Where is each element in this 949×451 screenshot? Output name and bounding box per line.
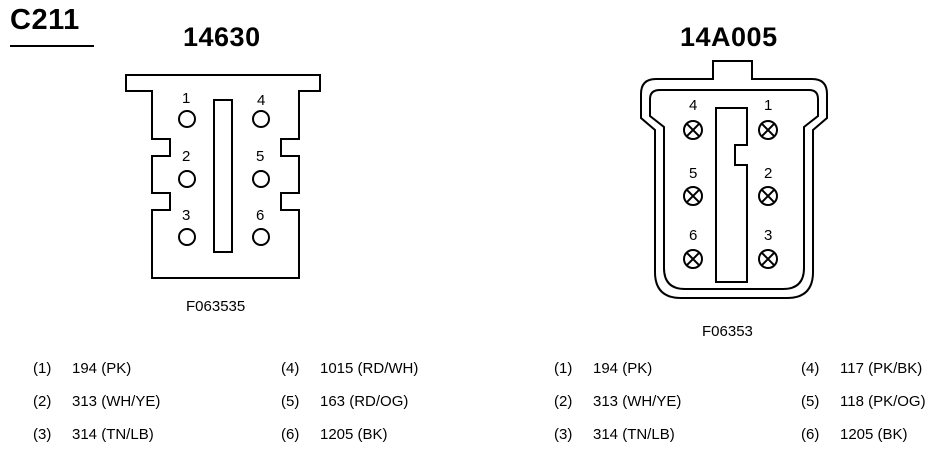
left-part-number: 14630 bbox=[183, 22, 261, 52]
right-pin-label-6: 6 bbox=[689, 227, 698, 244]
right-pin-5-contact bbox=[683, 186, 703, 206]
right-wire-pin-2: (2) bbox=[554, 393, 573, 410]
right-pin-label-2: 2 bbox=[764, 165, 773, 182]
left-wire-pin-3: (3) bbox=[33, 426, 52, 443]
left-pin-label-5: 5 bbox=[256, 148, 265, 165]
connector-title: C211 bbox=[10, 4, 80, 36]
right-connector-outer-shell bbox=[640, 60, 828, 299]
left-figure-code: F063535 bbox=[186, 298, 246, 315]
left-pin-label-4: 4 bbox=[257, 92, 266, 109]
right-wire-pin-4: (4) bbox=[801, 360, 820, 377]
left-wire-pin-1: (1) bbox=[33, 360, 52, 377]
right-wire-circuit-5: 118 (PK/OG) bbox=[840, 393, 926, 410]
right-wire-circuit-3: 314 (TN/LB) bbox=[593, 426, 675, 443]
left-pin-label-3: 3 bbox=[182, 207, 191, 224]
left-pin-6-contact bbox=[252, 228, 270, 246]
right-pin-label-4: 4 bbox=[689, 97, 698, 114]
right-pins bbox=[683, 120, 778, 269]
right-wire-pin-6: (6) bbox=[801, 426, 820, 443]
left-pin-1-contact bbox=[178, 110, 196, 128]
right-pin-label-5: 5 bbox=[689, 165, 698, 182]
right-figure-code: F06353 bbox=[702, 323, 753, 340]
left-wire-pin-5: (5) bbox=[281, 393, 300, 410]
right-pin-1-contact bbox=[758, 120, 778, 140]
right-wire-pin-5: (5) bbox=[801, 393, 820, 410]
right-wire-circuit-1: 194 (PK) bbox=[593, 360, 653, 377]
right-pin-label-1: 1 bbox=[764, 97, 773, 114]
right-connector-body bbox=[640, 60, 828, 299]
left-wire-pin-2: (2) bbox=[33, 393, 52, 410]
left-wire-circuit-2: 313 (WH/YE) bbox=[72, 393, 161, 410]
right-wire-circuit-4: 117 (PK/BK) bbox=[840, 360, 923, 377]
right-wire-pin-1: (1) bbox=[554, 360, 573, 377]
left-wire-circuit-1: 194 (PK) bbox=[72, 360, 132, 377]
left-connector-body bbox=[125, 74, 321, 279]
left-center-key bbox=[213, 99, 233, 253]
right-pin-2-contact bbox=[758, 186, 778, 206]
right-pin-6-contact bbox=[683, 249, 703, 269]
right-part-number: 14A005 bbox=[680, 22, 778, 52]
right-center-key bbox=[715, 107, 748, 283]
left-wire-pin-4: (4) bbox=[281, 360, 300, 377]
left-pin-label-1: 1 bbox=[182, 90, 191, 107]
right-wire-circuit-6: 1205 (BK) bbox=[840, 426, 908, 443]
right-wire-pin-3: (3) bbox=[554, 426, 573, 443]
right-wire-circuit-2: 313 (WH/YE) bbox=[593, 393, 682, 410]
left-pin-label-2: 2 bbox=[182, 148, 191, 165]
title-underline bbox=[10, 45, 94, 47]
right-pin-3-contact bbox=[758, 249, 778, 269]
right-connector-inner-wall bbox=[649, 89, 819, 290]
left-wire-pin-6: (6) bbox=[281, 426, 300, 443]
left-connector-outline bbox=[125, 74, 321, 279]
left-pins bbox=[178, 110, 270, 246]
left-pin-3-contact bbox=[178, 228, 196, 246]
left-pin-4-contact bbox=[252, 110, 270, 128]
left-wire-circuit-6: 1205 (BK) bbox=[320, 426, 388, 443]
left-pin-2-contact bbox=[178, 170, 196, 188]
left-wire-circuit-3: 314 (TN/LB) bbox=[72, 426, 154, 443]
right-pin-4-contact bbox=[683, 120, 703, 140]
left-pin-5-contact bbox=[252, 170, 270, 188]
right-pin-label-3: 3 bbox=[764, 227, 773, 244]
left-pin-label-6: 6 bbox=[256, 207, 265, 224]
left-wire-circuit-4: 1015 (RD/WH) bbox=[320, 360, 419, 377]
left-wire-circuit-5: 163 (RD/OG) bbox=[320, 393, 409, 410]
